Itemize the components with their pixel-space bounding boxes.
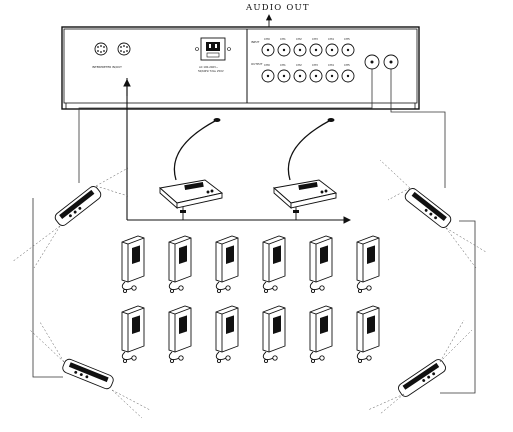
output-label: OUTPUT bbox=[251, 62, 263, 66]
receiver-icon bbox=[215, 305, 239, 364]
output-channel-label: CH4 bbox=[328, 63, 334, 67]
receiver-icon bbox=[309, 235, 333, 294]
ir-radiator-bottom-right-icon bbox=[367, 319, 473, 415]
input-label: INPUT bbox=[251, 40, 260, 44]
receiver-icon bbox=[356, 235, 380, 294]
receiver-icon bbox=[121, 235, 145, 294]
ir-radiator-top-right-icon bbox=[379, 159, 487, 269]
input-connector-1-icon bbox=[277, 43, 291, 57]
input-connector-2-icon bbox=[293, 43, 307, 57]
output-connector-5-icon bbox=[341, 69, 355, 83]
input-channel-label: CH0 bbox=[264, 37, 270, 41]
receiver-icon bbox=[121, 305, 145, 364]
microphone-unit-2-icon bbox=[273, 118, 338, 209]
input-channel-label: CH1 bbox=[280, 37, 286, 41]
audio-out-label: AUDIO OUT bbox=[245, 3, 310, 13]
main-unit bbox=[61, 26, 420, 110]
output-channel-label: CH3 bbox=[312, 63, 318, 67]
mic-1-junction bbox=[180, 210, 186, 213]
output-channel-label: CH2 bbox=[296, 63, 302, 67]
mic-2-junction bbox=[293, 210, 299, 213]
ir-radiator-top-left-icon bbox=[11, 167, 129, 269]
power-label-1: AC 100-240V~ bbox=[199, 65, 218, 69]
receiver-icon bbox=[262, 305, 286, 364]
output-channel-label: CH5 bbox=[344, 63, 350, 67]
output-connector-3-icon bbox=[309, 69, 323, 83]
power-socket-icon bbox=[195, 37, 231, 61]
receiver-icon bbox=[356, 305, 380, 364]
interpreter-connector-2-icon bbox=[117, 42, 131, 56]
output-connector-2-icon bbox=[293, 69, 307, 83]
cabling bbox=[32, 69, 476, 394]
radiator-port-1-icon bbox=[364, 54, 380, 70]
receiver-icon bbox=[309, 305, 333, 364]
input-connector-3-icon bbox=[309, 43, 323, 57]
output-connector-4-icon bbox=[325, 69, 339, 83]
radiator-port-2-icon bbox=[383, 54, 399, 70]
output-connector-1-icon bbox=[277, 69, 291, 83]
input-connector-4-icon bbox=[325, 43, 339, 57]
receiver-icon bbox=[215, 235, 239, 294]
interpreter-label: INTERPRETER IN/OUT bbox=[92, 65, 122, 69]
output-connector-0-icon bbox=[261, 69, 275, 83]
ir-radiator-bottom-left-icon bbox=[29, 321, 151, 419]
receiver-icon bbox=[168, 235, 192, 294]
left-panel: INTERPRETER IN/OUT AC 100-240V~ 50/60Hz … bbox=[92, 37, 231, 73]
input-channel-label: CH3 bbox=[312, 37, 318, 41]
input-channel-label: CH2 bbox=[296, 37, 302, 41]
input-connector-5-icon bbox=[341, 43, 355, 57]
input-channel-label: CH5 bbox=[344, 37, 350, 41]
output-channel-label: CH1 bbox=[280, 63, 286, 67]
receiver-icon bbox=[168, 305, 192, 364]
receivers-grid bbox=[121, 235, 380, 364]
receiver-icon bbox=[262, 235, 286, 294]
output-channel-label: CH0 bbox=[264, 63, 270, 67]
input-channel-label: CH4 bbox=[328, 37, 334, 41]
interpreter-connector-1-icon bbox=[94, 42, 108, 56]
input-connector-0-icon bbox=[261, 43, 275, 57]
power-label-2: 50/60Hz T2AL 250V bbox=[198, 69, 224, 73]
microphone-unit-1-icon bbox=[159, 118, 224, 209]
